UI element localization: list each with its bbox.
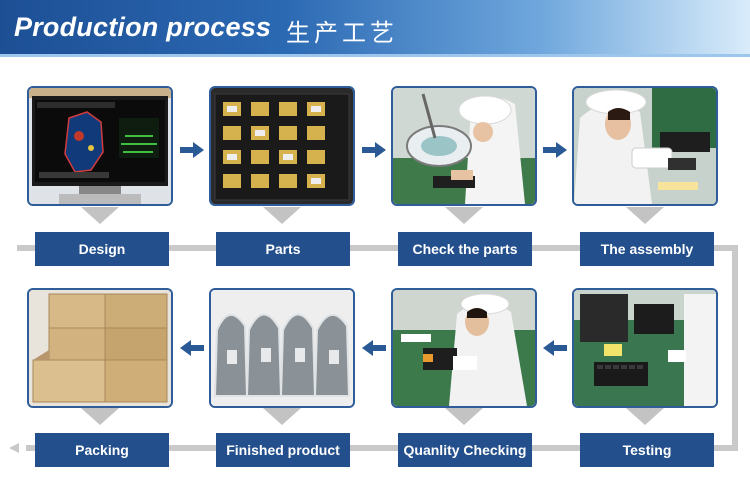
flow-line-right — [732, 245, 738, 451]
flow-line-bottom — [26, 445, 738, 451]
page-title: Production process — [14, 12, 272, 42]
row2-arrow-1-icon — [180, 340, 204, 356]
monitor-pcb-icon — [29, 88, 171, 204]
magnifier-inspection-icon — [393, 88, 535, 204]
step-label-packing: Packing — [35, 433, 169, 467]
page-title-chinese: 生产工艺 — [286, 19, 398, 47]
header-banner — [0, 0, 750, 54]
design-pointer-icon — [81, 207, 119, 224]
row1-arrow-1-icon — [180, 142, 204, 158]
testing-photo — [572, 288, 718, 408]
row1-arrow-3-icon — [543, 142, 567, 158]
step-label-assembly: The assembly — [580, 232, 714, 266]
parts-photo — [209, 86, 355, 206]
step-label-parts: Parts — [216, 232, 350, 266]
step-label-quality-checking: Quanlity Checking — [398, 433, 532, 467]
row2-arrow-2-icon — [362, 340, 386, 356]
step-label-check-parts: Check the parts — [398, 232, 532, 266]
step-label-design: Design — [35, 232, 169, 266]
quality-check-photo — [391, 288, 537, 408]
header-stripe — [0, 54, 750, 57]
step-label-testing: Testing — [580, 433, 714, 467]
bubble-bags-icon — [211, 290, 353, 406]
pcb-tray-icon — [211, 88, 353, 204]
assembly-pointer-icon — [626, 207, 664, 224]
flow-line-top — [17, 245, 738, 251]
parts-pointer-icon — [263, 207, 301, 224]
finished-product-photo — [209, 288, 355, 408]
row2-arrow-3-icon — [543, 340, 567, 356]
check-parts-pointer-icon — [445, 207, 483, 224]
packing-pointer-icon — [81, 408, 119, 425]
worker-assembly-icon — [574, 88, 716, 204]
testing-station-icon — [574, 290, 716, 406]
assembly-photo — [572, 86, 718, 206]
finished-product-pointer-icon — [263, 408, 301, 425]
check-parts-photo — [391, 86, 537, 206]
flow-line-start-arrow-icon — [9, 443, 19, 453]
quality-check-icon — [393, 290, 535, 406]
quality-check-pointer-icon — [445, 408, 483, 425]
carton-boxes-icon — [29, 290, 171, 406]
packing-photo — [27, 288, 173, 408]
step-label-finished-product: Finished product — [216, 433, 350, 467]
testing-pointer-icon — [626, 408, 664, 425]
row1-arrow-2-icon — [362, 142, 386, 158]
design-photo — [27, 86, 173, 206]
